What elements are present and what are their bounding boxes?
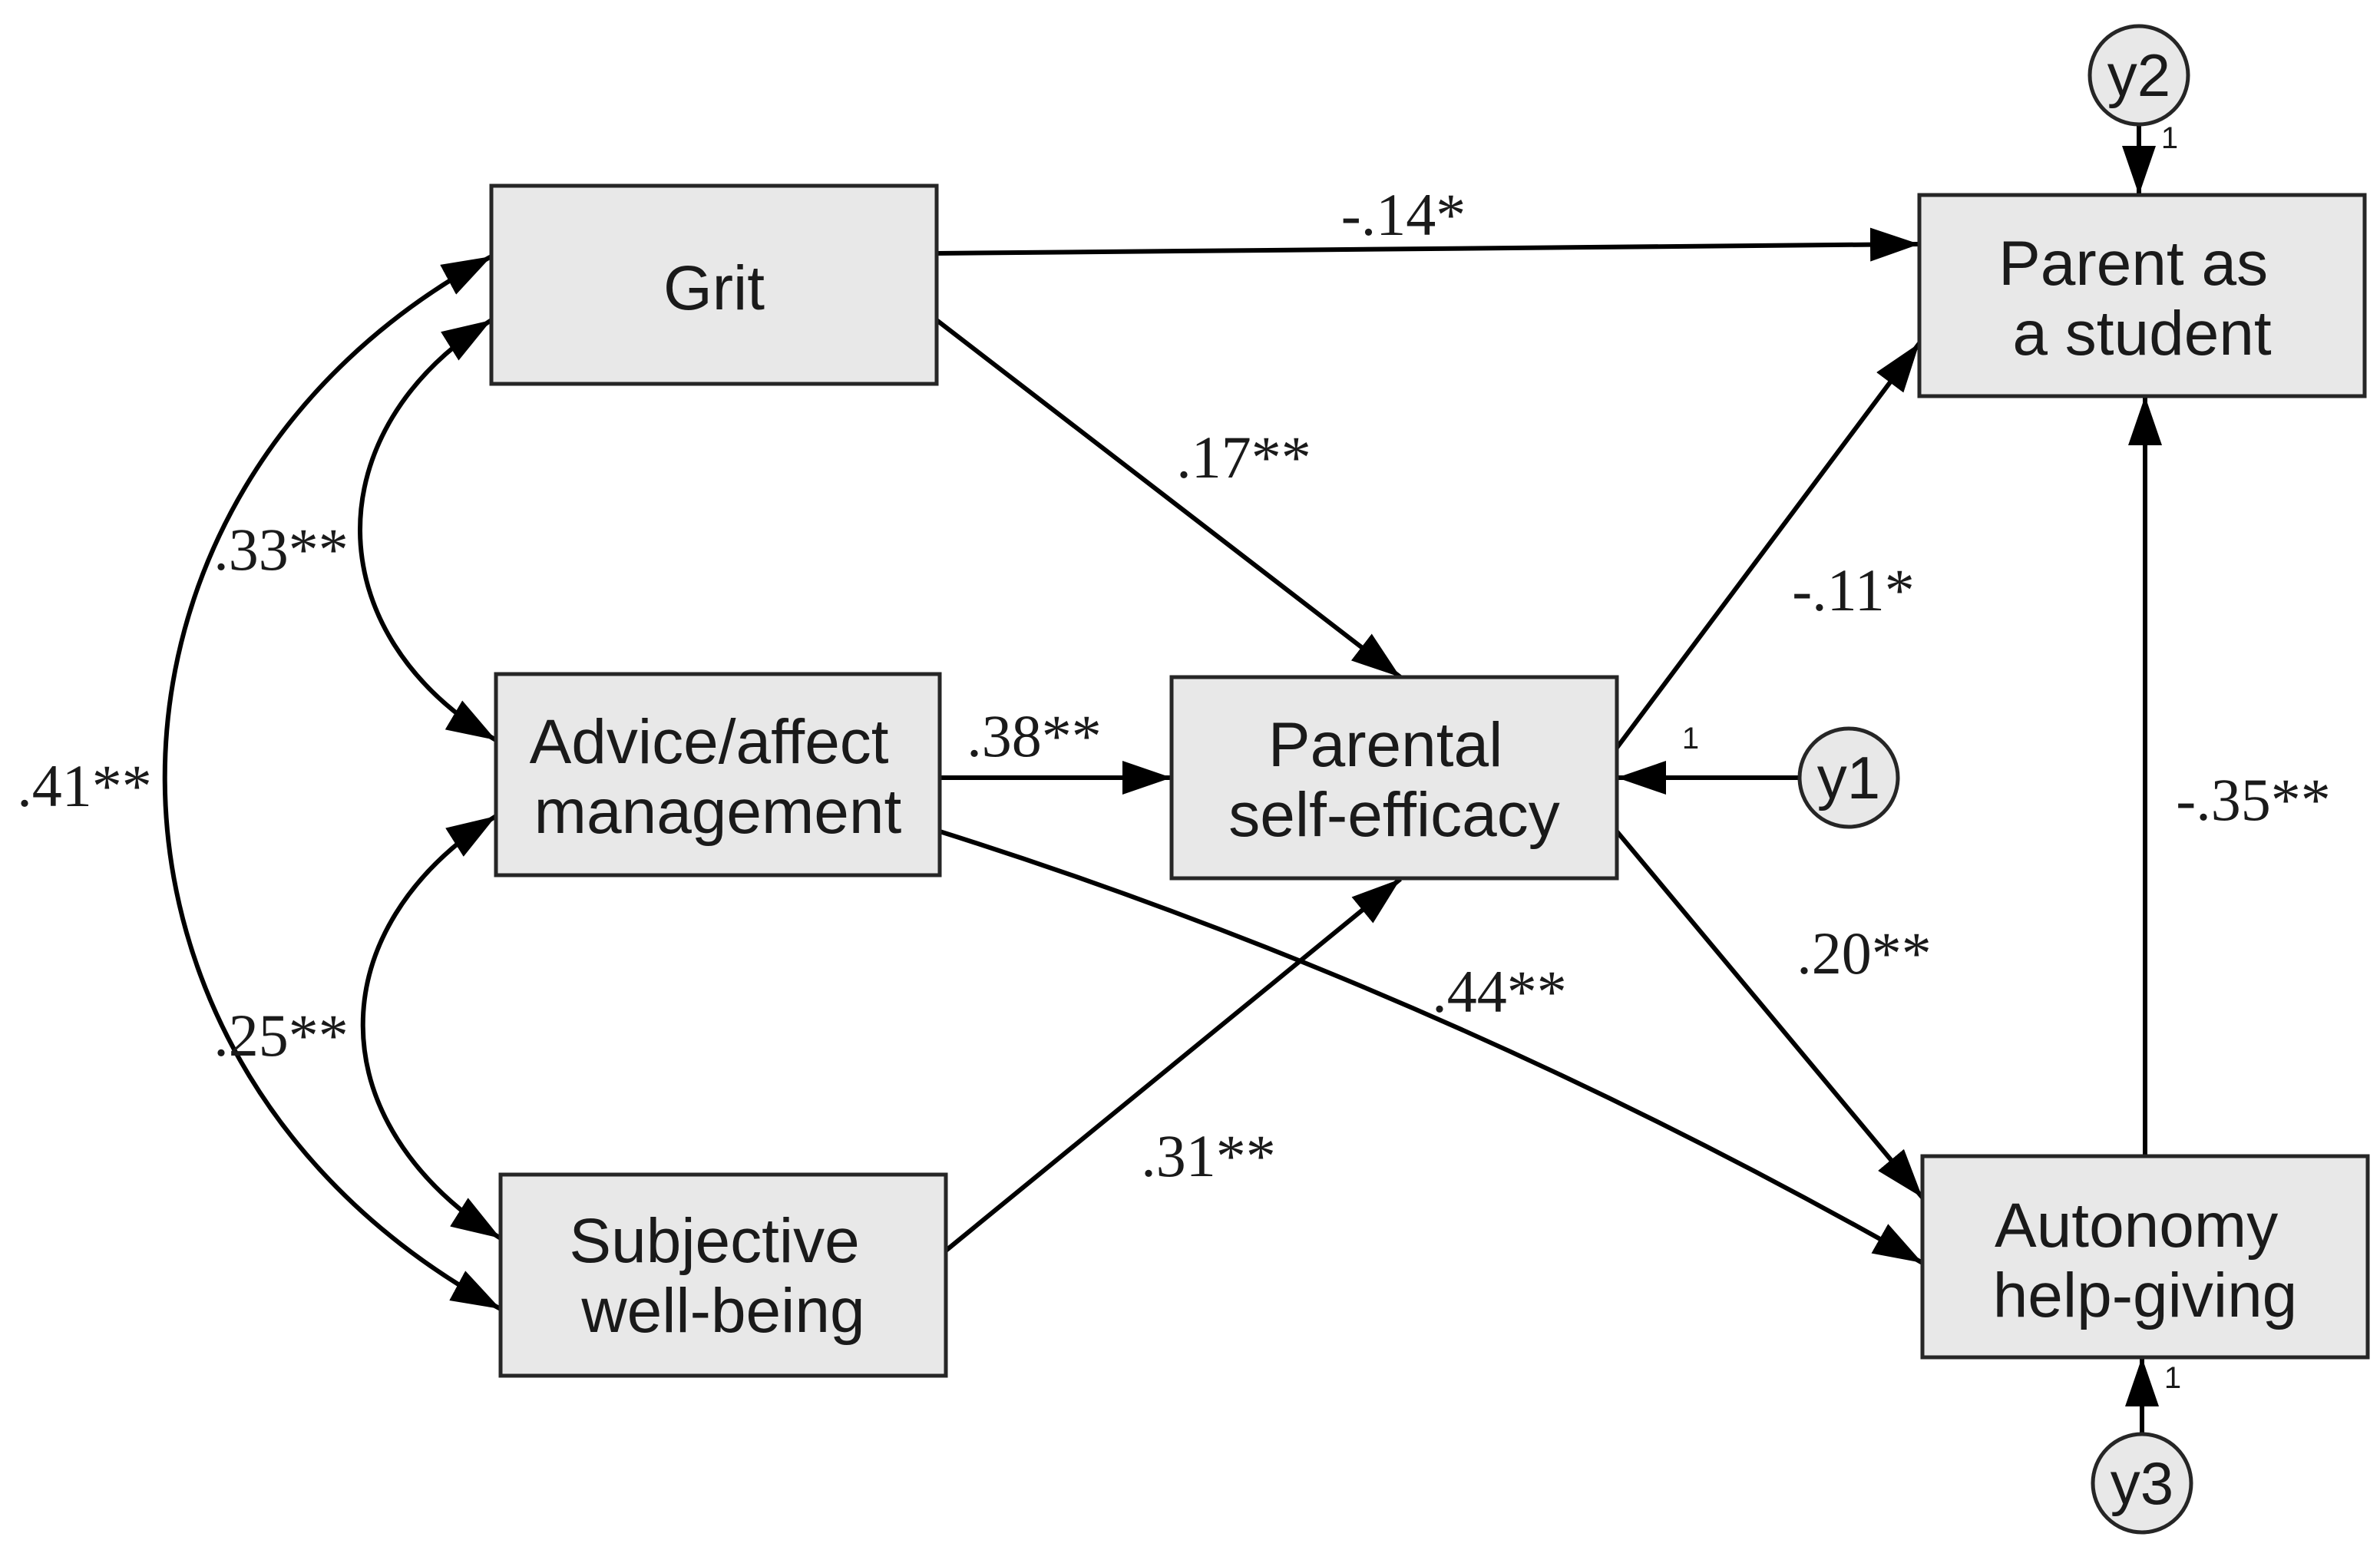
- node-advice-label: Advice/affect management: [530, 707, 907, 847]
- coef-wellbeing-to-efficacy: .31**: [1141, 1122, 1276, 1189]
- error-y2-weight: 1: [2161, 121, 2178, 155]
- path-grit-to-parent-as-student: [936, 227, 1920, 262]
- path-advice-to-autonomy-help-giving: [939, 829, 1924, 1265]
- node-grit-box: [489, 183, 939, 386]
- node-subjective-well-being: Subjective well-being: [498, 1172, 948, 1378]
- node-autonomy-label-line-2: help-giving: [1993, 1261, 2298, 1330]
- node-autonomy-help-giving: Autonomy help-giving: [1920, 1154, 2370, 1360]
- node-wellbeing-label-line-2: well-being: [580, 1276, 864, 1346]
- path-efficacy-to-parent-as-student: [1615, 342, 1922, 749]
- coef-grit-to-student: -.14*: [1341, 181, 1466, 248]
- node-advice-box: [494, 672, 942, 877]
- error-y3-label: y3: [2111, 1449, 2173, 1517]
- node-efficacy-label: Parental self-efficacy: [1228, 710, 1559, 850]
- path-wellbeing-to-parental-self-efficacy: [944, 877, 1402, 1253]
- coefficient-labels: -.14* .17** .38** .44** .31** -.11* .20*…: [17, 181, 2330, 1189]
- node-advice-label-line-1: Advice/affect: [530, 707, 889, 777]
- coef-efficacy-to-autonomy: .20**: [1797, 920, 1932, 987]
- node-grit-label: Grit: [663, 253, 765, 323]
- coef-advice-to-autonomy: .44**: [1432, 958, 1567, 1025]
- node-grit: Grit: [489, 183, 939, 386]
- node-student-label-line-1: Parent as: [1998, 229, 2268, 299]
- coef-covariance-grit-wellbeing: .41**: [17, 752, 152, 819]
- error-y2-label: y2: [2107, 41, 2170, 109]
- node-efficacy-label-line-1: Parental: [1268, 710, 1502, 780]
- node-grit-label-line-1: Grit: [663, 253, 765, 323]
- node-parent-as-a-student: Parent as a student: [1917, 193, 2367, 398]
- node-parental-self-efficacy: Parental self-efficacy: [1169, 675, 1619, 881]
- node-wellbeing-label: Subjective well-being: [569, 1206, 877, 1346]
- coef-autonomy-to-student: -.35**: [2176, 766, 2330, 833]
- path-grit-to-parental-self-efficacy: [935, 318, 1402, 679]
- error-term-y1: y1 1: [1682, 722, 1900, 829]
- path-efficacy-to-autonomy-help-giving: [1615, 830, 1925, 1199]
- covariance-advice-wellbeing: [360, 814, 502, 1241]
- error-y2-circle: [2087, 24, 2190, 127]
- coef-advice-to-efficacy: .38**: [967, 702, 1102, 769]
- node-wellbeing-box: [498, 1172, 948, 1378]
- error-y3-weight: 1: [2164, 1361, 2181, 1395]
- error-y1-label: y1: [1817, 744, 1880, 811]
- node-efficacy-box: [1169, 675, 1619, 881]
- error-y1-weight: 1: [1682, 722, 1699, 755]
- node-advice-affect-management: Advice/affect management: [494, 672, 942, 877]
- coef-covariance-grit-advice: .33**: [213, 516, 349, 583]
- coef-covariance-advice-wellbeing: .25**: [213, 1002, 349, 1069]
- node-student-label: Parent as a student: [1998, 229, 2286, 368]
- node-student-box: [1917, 193, 2367, 398]
- node-advice-label-line-2: management: [534, 777, 902, 847]
- coef-efficacy-to-student: -.11*: [1792, 557, 1915, 623]
- node-efficacy-label-line-2: self-efficacy: [1228, 780, 1559, 850]
- covariance-grit-wellbeing: [162, 254, 502, 1311]
- covariance-grit-advice: [358, 318, 497, 742]
- error-term-y3: y3 1: [2091, 1361, 2193, 1535]
- coef-grit-to-efficacy: .17**: [1176, 424, 1311, 491]
- node-autonomy-label: Autonomy help-giving: [1993, 1191, 2298, 1330]
- edges: [162, 124, 2162, 1434]
- error-y1-circle: [1797, 726, 1900, 829]
- error-y3-circle: [2091, 1432, 2193, 1535]
- error-term-y2: y2 1: [2087, 24, 2190, 155]
- node-student-label-line-2: a student: [2012, 299, 2272, 368]
- node-autonomy-box: [1920, 1154, 2370, 1360]
- node-wellbeing-label-line-1: Subjective: [569, 1206, 859, 1276]
- node-autonomy-label-line-1: Autonomy: [1995, 1191, 2278, 1261]
